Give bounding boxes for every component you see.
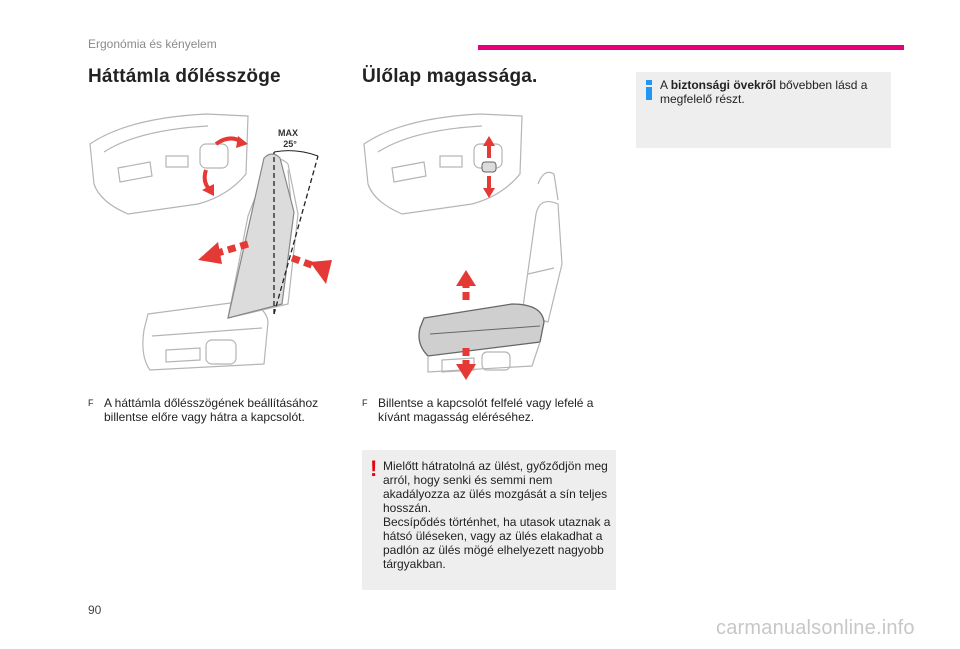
backrest-instruction-text: A háttámla dőlésszögének beállításához b… bbox=[104, 396, 319, 424]
seat-height-instruction-text: Billentse a kapcsolót felfelé vagy lefel… bbox=[378, 396, 594, 424]
seat-height-instruction: F Billentse a kapcsolót felfelé vagy lef… bbox=[362, 396, 612, 424]
seat-height-heading: Ülőlap magassága. bbox=[362, 66, 538, 87]
warning-box: ! Mielőtt hátratolná az ülést, győződjön… bbox=[362, 450, 616, 590]
seat-height-illustration bbox=[363, 113, 563, 380]
info-box: A biztonsági övekről bővebben lásd a meg… bbox=[636, 72, 891, 148]
info-icon bbox=[646, 80, 652, 100]
info-link-text: biztonsági övekről bbox=[670, 78, 777, 92]
bullet-marker: F bbox=[88, 398, 94, 408]
max-label: MAX bbox=[278, 128, 298, 138]
backrest-instruction: F A háttámla dőlésszögének beállításához… bbox=[88, 396, 338, 424]
page-number: 90 bbox=[88, 603, 102, 617]
seat-height-direction-arrows-icon bbox=[456, 270, 476, 380]
section-accent-bar bbox=[478, 45, 904, 50]
warning-text-2: Becsípődés történhet, ha utasok utaznak … bbox=[383, 515, 611, 571]
backrest-angle-illustration: MAX 25° bbox=[89, 113, 332, 371]
watermark: carmanualsonline.info bbox=[716, 617, 915, 639]
info-text: A biztonsági övekről bővebben lásd a meg… bbox=[660, 78, 868, 106]
angle-label: 25° bbox=[283, 139, 297, 149]
backrest-angle-heading: Háttámla dőlésszöge bbox=[88, 66, 281, 87]
exclamation-icon: ! bbox=[370, 456, 378, 481]
warning-text-1: Mielőtt hátratolná az ülést, győződjön m… bbox=[383, 459, 608, 515]
height-switch-arrows-icon bbox=[481, 136, 497, 198]
warning-text: Mielőtt hátratolná az ülést, győződjön m… bbox=[383, 459, 611, 571]
section-title: Ergonómia és kényelem bbox=[88, 37, 217, 51]
recline-switch-arrows-icon bbox=[202, 136, 248, 196]
backrest-direction-arrows-icon bbox=[198, 240, 332, 284]
bullet-marker: F bbox=[362, 398, 368, 408]
